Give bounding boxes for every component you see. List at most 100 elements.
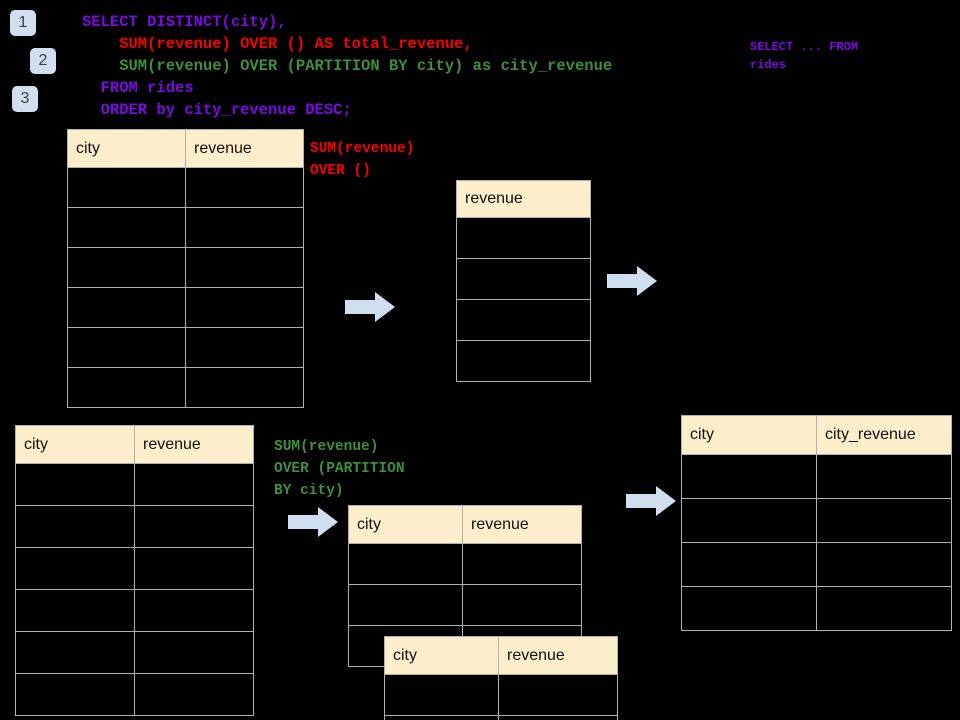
table-cell	[816, 542, 952, 587]
table-cell	[185, 247, 304, 288]
table-cell	[67, 167, 186, 208]
table-cell	[348, 543, 463, 585]
table-header-row: city revenue	[15, 425, 254, 464]
table-cell	[67, 327, 186, 368]
table-cell	[185, 207, 304, 248]
column-header-city: city	[384, 636, 499, 675]
table-row	[384, 674, 618, 716]
column-header-city: city	[15, 425, 135, 464]
table-row	[456, 217, 591, 259]
table-row	[67, 247, 304, 288]
table-cell	[15, 463, 135, 506]
arrow-total-to-right-icon	[607, 264, 657, 298]
table-cell	[15, 547, 135, 590]
note-city-revenue: SUM(revenue) OVER (PARTITION BY city)	[274, 439, 405, 499]
table-row	[456, 340, 591, 382]
table-row	[348, 584, 582, 626]
table-row	[15, 589, 254, 632]
table-cell	[462, 584, 582, 626]
table-row	[384, 715, 618, 720]
table-header-row: city revenue	[384, 636, 618, 675]
arrow-partition-to-result-icon	[626, 484, 676, 518]
table-cell	[681, 586, 817, 631]
table-header-row: city revenue	[67, 129, 304, 168]
table-row	[67, 207, 304, 248]
arrow-source-to-total-icon	[345, 290, 395, 324]
sql-line-from: FROM rides	[82, 79, 194, 97]
table-rides-source-bottom: city revenue	[15, 425, 254, 716]
table-cell	[185, 327, 304, 368]
table-row	[15, 547, 254, 590]
table-cell	[681, 498, 817, 543]
table-cell	[816, 586, 952, 631]
table-cell	[67, 207, 186, 248]
column-header-city-revenue: city_revenue	[816, 415, 952, 455]
table-row	[15, 463, 254, 506]
sidenote-select-from-rides: SELECT ... FROM rides	[750, 40, 859, 72]
table-row	[15, 505, 254, 548]
table-row	[15, 673, 254, 716]
table-cell	[681, 454, 817, 499]
table-cell	[15, 505, 135, 548]
table-cell	[816, 454, 952, 499]
table-row	[67, 367, 304, 408]
table-cell	[456, 340, 591, 382]
table-cell	[456, 258, 591, 300]
note-total-revenue: SUM(revenue) OVER ()	[310, 141, 415, 179]
table-header-row: city city_revenue	[681, 415, 952, 455]
table-cell	[134, 505, 254, 548]
table-cell	[185, 367, 304, 408]
sql-line-select: SELECT DISTINCT(city),	[82, 13, 287, 31]
table-cell	[462, 543, 582, 585]
table-total-revenue: revenue	[456, 180, 591, 382]
table-cell	[15, 673, 135, 716]
sql-line-total-revenue: SUM(revenue) OVER () AS total_revenue,	[82, 35, 473, 53]
sql-line-order-by: ORDER by city_revenue DESC;	[82, 101, 352, 119]
column-header-revenue: revenue	[456, 180, 591, 218]
table-cell	[384, 674, 499, 716]
step-badge-2[interactable]: 2	[30, 48, 56, 74]
table-row	[67, 167, 304, 208]
table-cell	[498, 715, 618, 720]
table-cell	[456, 217, 591, 259]
table-cell	[185, 287, 304, 328]
table-row	[67, 287, 304, 328]
table-row	[348, 543, 582, 585]
table-rides-source-top: city revenue	[67, 129, 304, 408]
table-cell	[456, 299, 591, 341]
table-cell	[816, 498, 952, 543]
table-cell	[185, 167, 304, 208]
table-final-result: city city_revenue	[681, 415, 952, 631]
table-cell	[67, 247, 186, 288]
sql-line-city-revenue: SUM(revenue) OVER (PARTITION BY city) as…	[82, 57, 613, 75]
column-header-revenue: revenue	[134, 425, 254, 464]
table-cell	[681, 542, 817, 587]
table-row	[15, 631, 254, 674]
arrow-source-to-partition-icon	[288, 505, 338, 539]
table-partition-front: city revenue	[384, 636, 618, 720]
table-cell	[134, 589, 254, 632]
table-cell	[134, 631, 254, 674]
column-header-city: city	[681, 415, 817, 455]
table-cell	[134, 463, 254, 506]
table-cell	[134, 547, 254, 590]
table-header-row: revenue	[456, 180, 591, 218]
column-header-revenue: revenue	[462, 505, 582, 544]
table-row	[681, 542, 952, 587]
step-badge-3[interactable]: 3	[12, 86, 38, 112]
table-cell	[15, 631, 135, 674]
column-header-revenue: revenue	[185, 129, 304, 168]
table-cell	[134, 673, 254, 716]
step-badge-1[interactable]: 1	[10, 10, 36, 36]
table-row	[456, 299, 591, 341]
column-header-revenue: revenue	[498, 636, 618, 675]
table-row	[456, 258, 591, 300]
table-row	[681, 586, 952, 631]
table-cell	[67, 367, 186, 408]
column-header-city: city	[348, 505, 463, 544]
table-row	[681, 498, 952, 543]
column-header-city: city	[67, 129, 186, 168]
table-cell	[384, 715, 499, 720]
table-cell	[348, 584, 463, 626]
